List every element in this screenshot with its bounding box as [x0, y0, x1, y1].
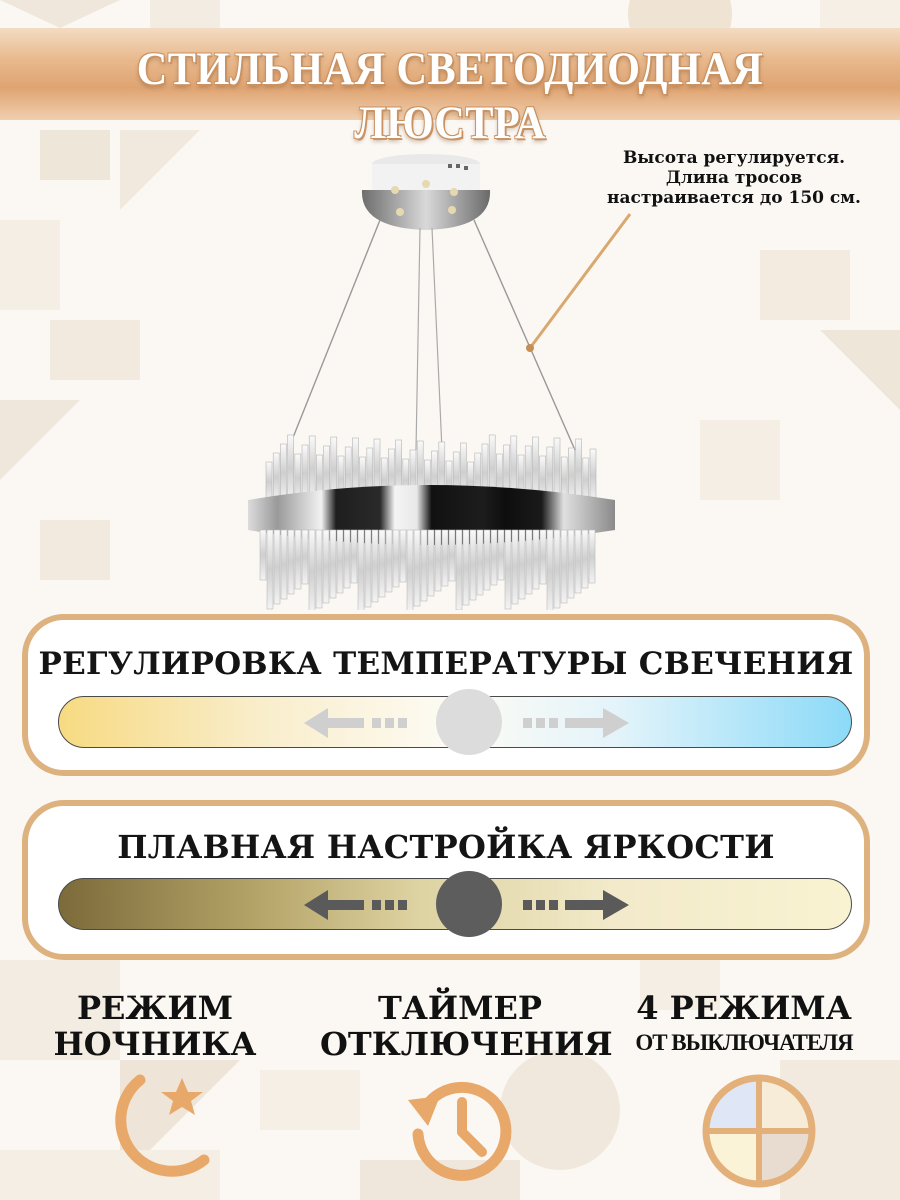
crystal-prism: [406, 529, 414, 610]
feature-label: ОТ ВЫКЛЮЧАТЕЛЯ: [635, 1030, 853, 1055]
crystal-prism: [329, 529, 337, 599]
arrow-right-icon: [523, 890, 629, 920]
crystal-prism: [273, 529, 281, 605]
title-banner: [0, 28, 900, 120]
crystal-prism: [560, 529, 568, 604]
brightness-panel: ПЛАВНАЯ НАСТРОЙКА ЯРКОСТИ: [22, 800, 870, 960]
feature-label: ТАЙМЕР: [378, 989, 542, 1027]
crystal-prism: [265, 461, 273, 503]
feature-label: 4 РЕЖИМА: [636, 989, 852, 1027]
crystal-prism: [364, 529, 372, 608]
crystal-prism: [427, 529, 435, 597]
crystal-prism: [448, 529, 456, 582]
crystal-prism: [462, 529, 470, 606]
crystal-prism: [371, 529, 379, 603]
crystal-prism: [287, 529, 295, 595]
crystal-prism: [581, 529, 589, 589]
crystal-prism: [280, 529, 288, 600]
brightness-title: ПЛАВНАЯ НАСТРОЙКА ЯРКОСТИ: [117, 828, 775, 866]
crystal-prism: [532, 529, 540, 590]
crystal-prism: [553, 529, 561, 609]
arrow-right-icon: [523, 708, 629, 738]
crystal-prism: [336, 529, 344, 594]
crystal-prism: [469, 529, 477, 601]
crystal-prism: [294, 529, 302, 590]
crystal-prism: [539, 529, 547, 585]
crystal-prism: [525, 529, 533, 595]
temperature-panel: РЕГУЛИРОВКА ТЕМПЕРАТУРЫ СВЕЧЕНИЯ: [22, 614, 870, 776]
timer-icon: [408, 1081, 512, 1181]
crystal-prism: [497, 529, 505, 581]
crystal-prism: [582, 457, 590, 503]
temperature-slider[interactable]: [58, 689, 852, 755]
arrow-left-icon: [304, 708, 407, 738]
crystal-prism: [308, 529, 316, 610]
temperature-title: РЕГУЛИРОВКА ТЕМПЕРАТУРЫ СВЕЧЕНИЯ: [38, 646, 854, 682]
crystal-prism: [434, 529, 442, 592]
brightness-slider[interactable]: [58, 871, 852, 937]
chandelier-image: [248, 154, 615, 610]
brightness-slider-knob[interactable]: [436, 871, 502, 937]
crystal-prism: [420, 529, 428, 602]
feature-label: НОЧНИКА: [53, 1025, 257, 1063]
crystal-prism: [476, 529, 484, 596]
feature-night-mode: РЕЖИМ НОЧНИКА: [40, 990, 270, 1062]
feature-label: РЕЖИМ: [76, 989, 234, 1027]
crystal-prism: [589, 448, 597, 503]
crystal-prism: [259, 529, 267, 581]
crystal-prism: [392, 529, 400, 588]
crystal-prism: [399, 529, 407, 583]
note-line: Длина тросов: [665, 168, 803, 188]
crystal-prism: [301, 529, 309, 585]
crystal-prism: [504, 529, 512, 610]
temperature-slider-knob[interactable]: [436, 689, 502, 755]
moon-star-icon: [115, 1074, 210, 1177]
crystal-prism: [266, 529, 274, 610]
crystal-prism: [574, 529, 582, 594]
height-note: Высота регулируется. Длина тросов настра…: [575, 148, 893, 208]
arrow-left-icon: [304, 890, 407, 920]
crystal-prism: [575, 438, 582, 503]
feature-label: ОТКЛЮЧЕНИЯ: [320, 1025, 613, 1063]
crystal-prism: [272, 452, 280, 503]
crystal-prism: [378, 529, 386, 598]
crystal-prism: [546, 529, 554, 610]
page-title: СТИЛЬНАЯ СВЕТОДИОДНАЯ ЛЮСТРА: [136, 43, 764, 149]
crystal-prism: [350, 529, 358, 584]
crystal-prism: [588, 529, 596, 584]
note-line: Высота регулируется.: [622, 148, 846, 168]
leader-line: [526, 213, 632, 352]
note-line: настраивается до 150 см.: [607, 188, 861, 208]
crystal-prism: [455, 529, 463, 610]
crystal-prism: [315, 529, 323, 609]
crystal-prism: [280, 443, 287, 503]
feature-timer: ТАЙМЕР ОТКЛЮЧЕНИЯ: [320, 989, 613, 1063]
feature-four-modes: 4 РЕЖИМА ОТ ВЫКЛЮЧАТЕЛЯ: [620, 990, 868, 1060]
four-modes-icon: [702, 1074, 816, 1188]
crystal-prism: [511, 529, 519, 605]
crystal-prism: [518, 529, 526, 600]
crystal-prism: [483, 529, 491, 591]
crystal-prism: [413, 529, 421, 607]
crystal-prism: [385, 529, 393, 593]
crystal-prism: [567, 529, 575, 599]
crystal-prism: [357, 529, 365, 610]
crystal-prism: [343, 529, 351, 589]
crystal-prism: [490, 529, 498, 586]
crystal-prism: [322, 529, 330, 604]
crystal-prism: [287, 434, 294, 503]
crystal-prism: [441, 529, 449, 587]
